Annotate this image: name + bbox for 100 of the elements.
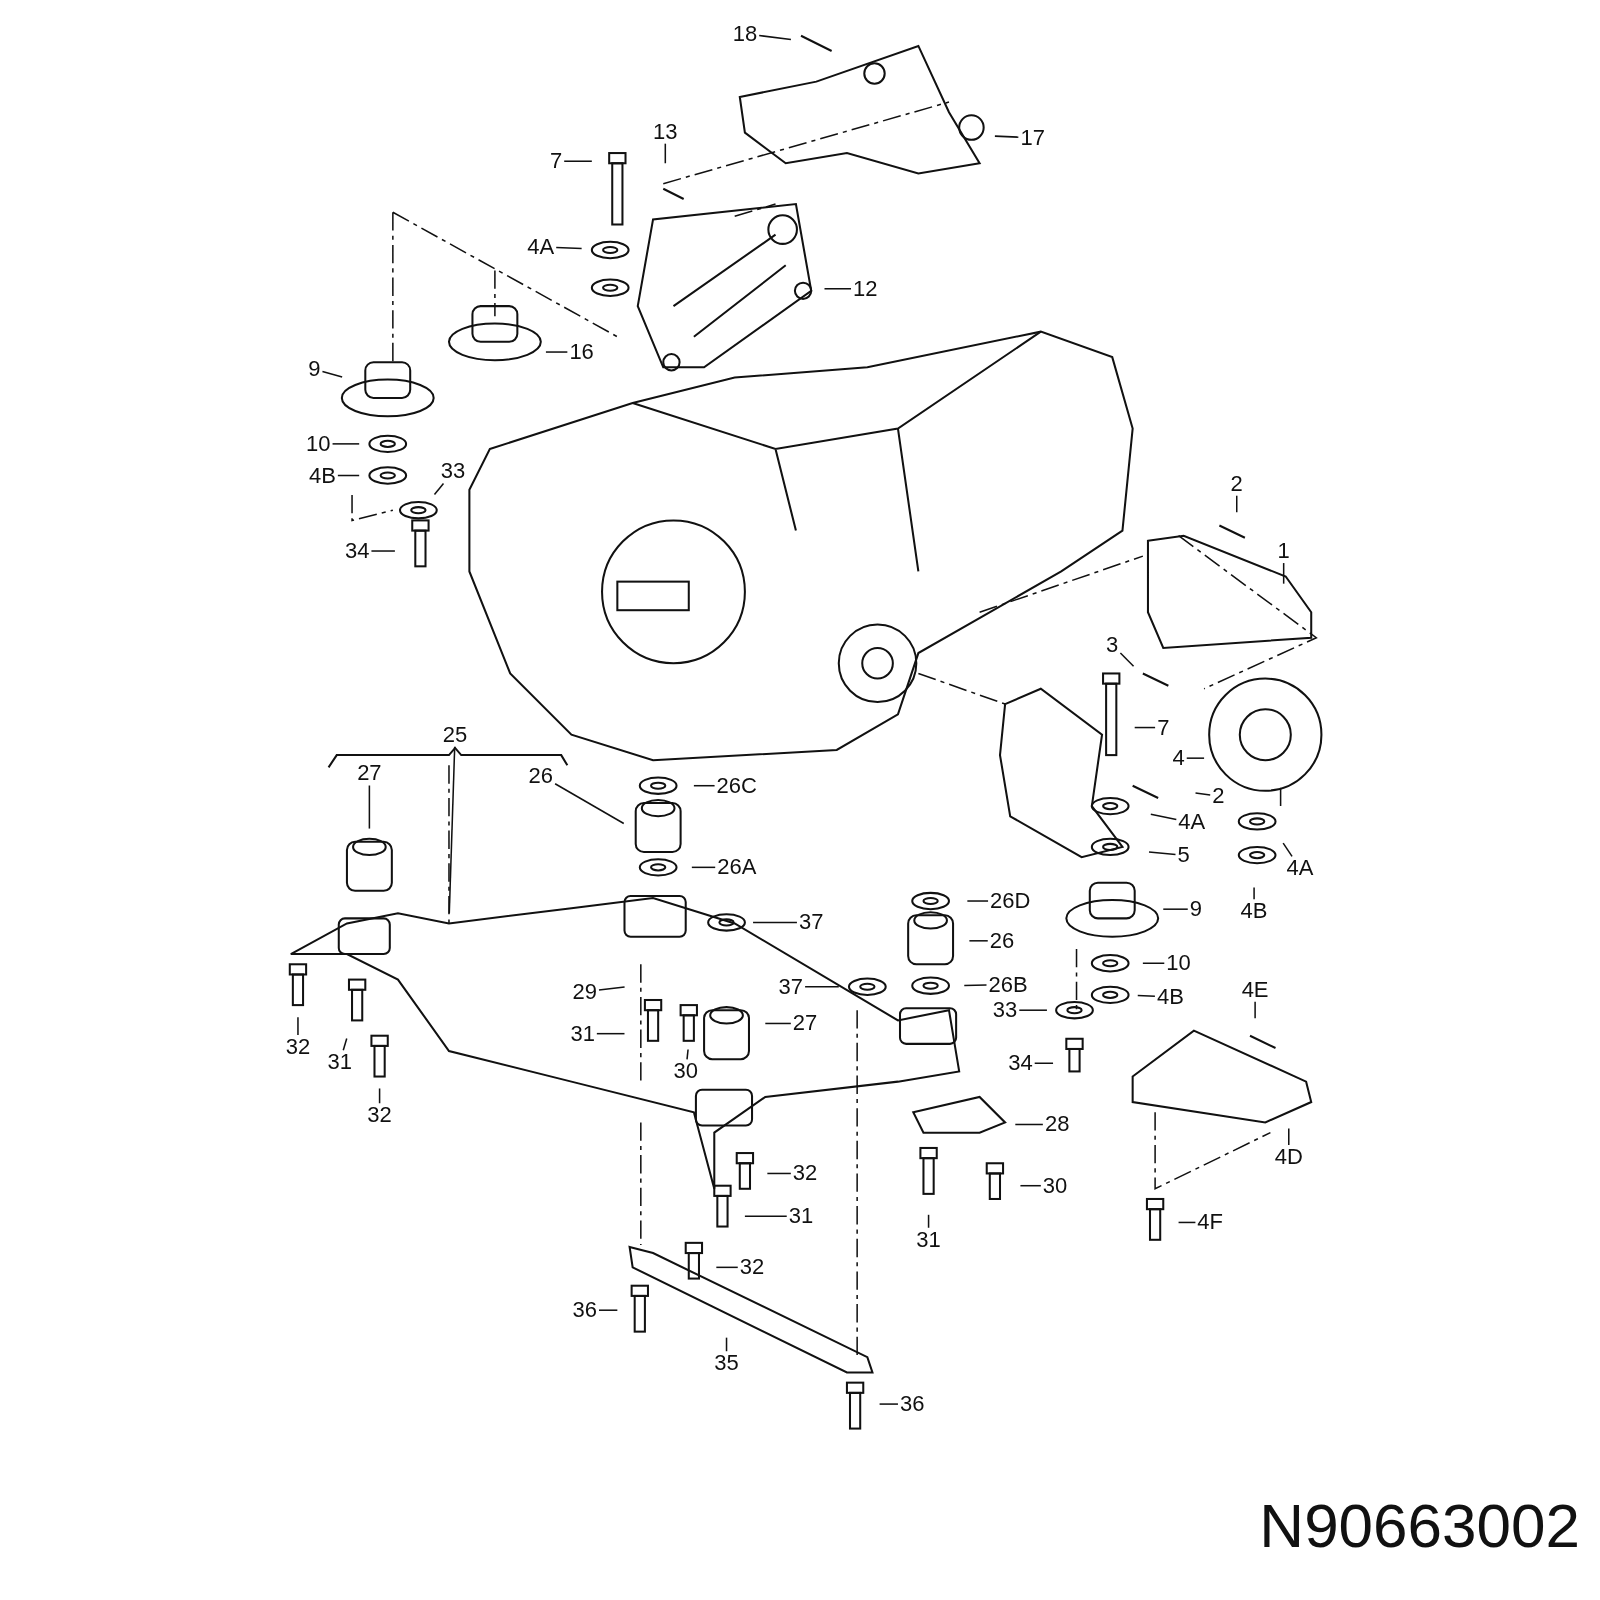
callout-number: 10 (1164, 951, 1193, 976)
callout-number: 33 (990, 998, 1020, 1023)
callout-number: 4A (525, 234, 557, 259)
callout-number: 4B (1154, 984, 1186, 1009)
callout-number: 25 (440, 722, 470, 747)
leader-line (370, 550, 396, 552)
leader-line (342, 1037, 348, 1051)
callout-number: 26 (987, 928, 1017, 953)
leader-line (598, 1309, 619, 1311)
leader-line (1254, 1000, 1256, 1020)
leader-line (1177, 1221, 1197, 1224)
leader-line (596, 1032, 626, 1035)
leader-line (545, 351, 569, 353)
callout-number: 26C (714, 773, 759, 798)
leader-line (693, 784, 716, 787)
callout-number: 5 (1175, 843, 1192, 868)
callout-number: 4E (1239, 977, 1271, 1002)
callout-number: 18 (730, 21, 760, 46)
callout-number: 29 (570, 979, 599, 1004)
callout-number: 34 (342, 539, 372, 563)
leader-line (1253, 886, 1255, 900)
callout-number: 36 (898, 1392, 927, 1417)
callout-number: 26D (988, 889, 1033, 913)
leader-line (725, 1336, 728, 1352)
leader-line (337, 474, 360, 477)
leader-line (664, 142, 667, 165)
callout-number: 26B (986, 972, 1030, 997)
leader-line (1133, 726, 1156, 729)
callout-number: 4A (1284, 856, 1316, 881)
leader-line (804, 985, 840, 988)
callout-number: 2 (1228, 471, 1245, 496)
leader-line (878, 1403, 899, 1405)
callout-number: 30 (671, 1059, 700, 1084)
callout-number: 26A (715, 855, 759, 880)
callout-number: 30 (1040, 1173, 1070, 1198)
leader-line (1148, 851, 1177, 856)
leader-line (766, 1172, 792, 1175)
callout-number: 37 (797, 910, 826, 935)
callout-number: 35 (712, 1351, 741, 1376)
leader-line (321, 370, 343, 378)
leader-line (764, 1022, 792, 1025)
leader-line (927, 1214, 930, 1229)
callout-number: 26 (526, 763, 556, 788)
callout-number: 31 (786, 1204, 816, 1229)
leader-line (1014, 1123, 1044, 1126)
callout-number: 37 (776, 974, 806, 999)
leader-line (1019, 1184, 1042, 1187)
callout-number: 7 (548, 149, 565, 174)
leader-line (752, 921, 798, 924)
callout-number: 3 (1104, 632, 1121, 657)
callout-number: 28 (1042, 1112, 1072, 1137)
leader-line (968, 940, 989, 942)
leader-line (1033, 1062, 1054, 1065)
callout-number: 31 (325, 1050, 354, 1075)
callout-number: 33 (438, 459, 468, 484)
callout-number: 32 (365, 1103, 394, 1128)
callout-number: 12 (851, 276, 880, 301)
callout-number: 4B (1238, 899, 1270, 924)
leader-line (1162, 908, 1189, 910)
leader-line (563, 160, 593, 162)
leader-line (1194, 792, 1211, 796)
callout-number: 4B (307, 463, 338, 488)
callout-number: 27 (790, 1011, 820, 1036)
callout-number: 34 (1006, 1051, 1035, 1076)
callout-number: 31 (568, 1021, 597, 1046)
leader-line (378, 1087, 381, 1105)
leader-line (1137, 994, 1156, 997)
leader-line (1018, 1009, 1048, 1011)
callout-number: 13 (651, 119, 680, 144)
callout-number: 10 (304, 431, 333, 456)
callout-number: 32 (737, 1255, 767, 1280)
leader-line (758, 34, 792, 41)
leader-line (1282, 562, 1285, 585)
leader-line (1142, 962, 1166, 965)
callout-number: 27 (355, 761, 384, 786)
leader-line (331, 443, 360, 445)
callout-number: 32 (790, 1161, 820, 1186)
callout-number: 32 (283, 1034, 313, 1059)
leader-line (823, 288, 852, 290)
callout-number: 9 (306, 357, 323, 382)
callout-number: 17 (1018, 125, 1047, 150)
leader-line (963, 984, 988, 987)
callout-number: 1 (1275, 539, 1292, 563)
callout-number: 4D (1272, 1145, 1305, 1170)
callout-number: 16 (567, 340, 596, 365)
leader-line (994, 135, 1020, 138)
leader-line (744, 1215, 788, 1218)
leader-line (598, 986, 626, 991)
callout-number: 31 (914, 1227, 943, 1252)
leader-line (691, 866, 716, 869)
callout-number: 4F (1195, 1210, 1226, 1235)
leader-line (1282, 842, 1293, 858)
callout-number: 4 (1170, 746, 1187, 771)
callout-number: 9 (1187, 897, 1205, 922)
callout-number: 4A (1176, 810, 1208, 835)
leader-line (1119, 652, 1135, 667)
leader-line (368, 784, 371, 830)
callout-number: 36 (570, 1298, 599, 1323)
leader-line (1235, 494, 1238, 513)
leader-line (686, 1048, 689, 1061)
